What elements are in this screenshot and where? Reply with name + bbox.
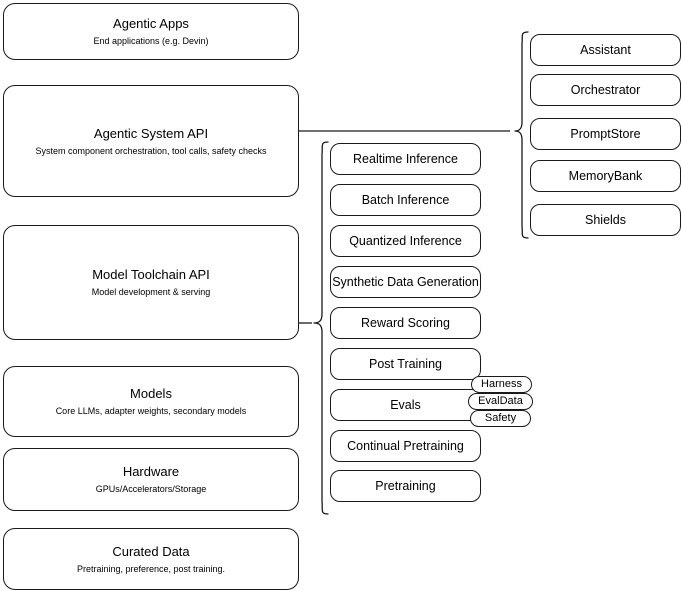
capability-label: Realtime Inference [353, 151, 458, 166]
layer-subtitle: Core LLMs, adapter weights, secondary mo… [55, 406, 247, 416]
layer-subtitle: System component orchestration, tool cal… [35, 145, 267, 156]
layer-title: Agentic Apps [113, 16, 189, 31]
layer-title: Hardware [122, 464, 180, 479]
system-component-box-memorybank[interactable]: MemoryBank [530, 160, 681, 192]
layer-title: Models [130, 386, 172, 401]
layer-box-models[interactable]: Models Core LLMs, adapter weights, secon… [3, 366, 299, 437]
layer-title: Agentic System API [93, 125, 209, 141]
capability-box-synthetic-data-generation[interactable]: Synthetic Data Generation [330, 266, 481, 298]
system-component-box-promptstore[interactable]: PromptStore [530, 118, 681, 150]
evals-badge-safety[interactable]: Safety [470, 410, 531, 427]
capability-label: Evals [390, 397, 421, 412]
evals-badge-label: Safety [484, 412, 517, 424]
capability-box-realtime-inference[interactable]: Realtime Inference [330, 143, 481, 175]
capability-label: Synthetic Data Generation [332, 274, 479, 289]
evals-badge-label: Harness [481, 378, 522, 390]
layer-subtitle: Model development & serving [91, 287, 211, 297]
system-component-label: Assistant [580, 42, 631, 57]
system-component-label: Orchestrator [570, 82, 641, 97]
system-component-label: Shields [585, 212, 626, 227]
system-component-box-assistant[interactable]: Assistant [530, 34, 681, 66]
capability-box-continual-pretraining[interactable]: Continual Pretraining [330, 430, 481, 462]
capability-box-pretraining[interactable]: Pretraining [330, 470, 481, 502]
evals-badge-evaldata[interactable]: EvalData [468, 393, 533, 410]
layer-subtitle: End applications (e.g. Devin) [93, 36, 209, 46]
capability-label: Quantized Inference [349, 233, 462, 248]
capability-label: Pretraining [375, 478, 436, 493]
system-component-label: MemoryBank [568, 168, 643, 183]
layer-subtitle: Pretraining, preference, post training. [76, 563, 226, 574]
layer-title: Model Toolchain API [92, 267, 210, 282]
capability-box-evals[interactable]: Evals [330, 389, 481, 421]
evals-badge-harness[interactable]: Harness [471, 376, 532, 393]
layer-box-agentic-system-api[interactable]: Agentic System API System component orch… [3, 85, 299, 197]
evals-badge-label: EvalData [478, 395, 523, 407]
capability-label: Batch Inference [361, 192, 450, 207]
layer-title: Curated Data [112, 543, 190, 559]
layer-box-hardware[interactable]: Hardware GPUs/Accelerators/Storage [3, 448, 299, 511]
capability-box-quantized-inference[interactable]: Quantized Inference [330, 225, 481, 257]
system-component-box-shields[interactable]: Shields [530, 204, 681, 236]
capability-label: Reward Scoring [361, 315, 450, 330]
system-component-box-orchestrator[interactable]: Orchestrator [530, 74, 681, 106]
layer-box-agentic-apps[interactable]: Agentic Apps End applications (e.g. Devi… [3, 3, 299, 60]
capability-label: Post Training [369, 356, 442, 371]
capability-box-batch-inference[interactable]: Batch Inference [330, 184, 481, 216]
layer-subtitle: GPUs/Accelerators/Storage [95, 484, 207, 494]
layer-box-model-toolchain-api[interactable]: Model Toolchain API Model development & … [3, 225, 299, 340]
capability-label: Continual Pretraining [347, 438, 464, 453]
system-component-label: PromptStore [570, 126, 641, 141]
layer-box-curated-data[interactable]: Curated Data Pretraining, preference, po… [3, 528, 299, 590]
capability-box-post-training[interactable]: Post Training [330, 348, 481, 380]
capability-box-reward-scoring[interactable]: Reward Scoring [330, 307, 481, 339]
